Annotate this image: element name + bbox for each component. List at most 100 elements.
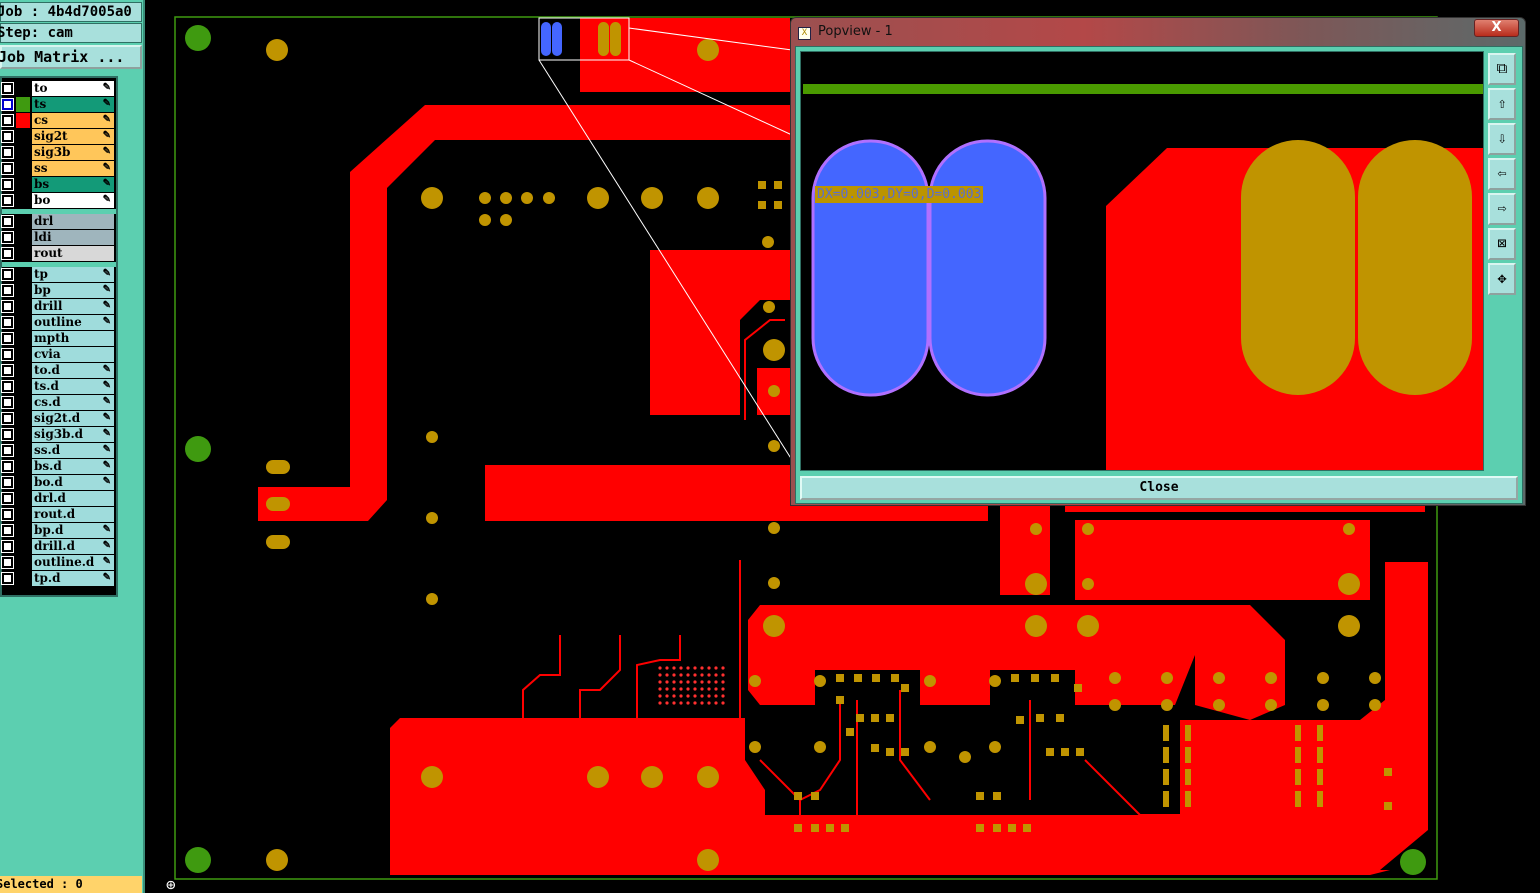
layer-name[interactable]: ldi [32,230,114,245]
layer-checkbox[interactable] [1,82,14,95]
layer-name[interactable]: to✎ [32,81,114,96]
layer-name[interactable]: bo✎ [32,193,114,208]
layer-name[interactable]: bo.d✎ [32,475,114,490]
layer-checkbox[interactable] [1,540,14,553]
layer-name[interactable]: sig3b.d✎ [32,427,114,442]
layer-checkbox[interactable] [1,492,14,505]
layer-checkbox[interactable] [1,396,14,409]
layer-row-cvia[interactable]: cvia [1,347,116,362]
layer-name[interactable]: to.d✎ [32,363,114,378]
layer-name[interactable]: drl [32,214,114,229]
layer-name[interactable]: drl.d [32,491,114,506]
window-close-button[interactable]: X [1474,19,1519,37]
layer-row-cs.d[interactable]: cs.d✎ [1,395,116,410]
layer-name[interactable]: tp✎ [32,267,114,282]
layer-row-ldi[interactable]: ldi [1,230,116,245]
layer-name[interactable]: bs✎ [32,177,114,192]
layer-row-bo[interactable]: bo✎ [1,193,116,208]
layer-checkbox[interactable] [1,332,14,345]
layer-checkbox[interactable] [1,284,14,297]
layer-checkbox[interactable] [1,572,14,585]
layer-name[interactable]: tp.d✎ [32,571,114,586]
layer-row-bp[interactable]: bp✎ [1,283,116,298]
layer-checkbox[interactable] [1,98,14,111]
layer-row-drl[interactable]: drl [1,214,116,229]
layer-row-mpth[interactable]: mpth [1,331,116,346]
layer-name[interactable]: bp.d✎ [32,523,114,538]
layer-checkbox[interactable] [1,556,14,569]
layer-checkbox[interactable] [1,460,14,473]
layer-checkbox[interactable] [1,178,14,191]
pan-left-icon[interactable]: ⇦ [1488,158,1516,190]
layer-checkbox[interactable] [1,508,14,521]
layer-name[interactable]: sig2t✎ [32,129,114,144]
layer-name[interactable]: mpth [32,331,114,346]
layer-row-sig3b[interactable]: sig3b✎ [1,145,116,160]
job-matrix-button[interactable]: Job Matrix ... [0,45,142,69]
layer-name[interactable]: ss.d✎ [32,443,114,458]
layer-row-to.d[interactable]: to.d✎ [1,363,116,378]
layer-row-bs[interactable]: bs✎ [1,177,116,192]
layer-name[interactable]: ss✎ [32,161,114,176]
layer-checkbox[interactable] [1,231,14,244]
popview-canvas[interactable]: DX=0.003,DY=0,D=0.003 [800,51,1484,471]
layer-checkbox[interactable] [1,348,14,361]
layer-checkbox[interactable] [1,130,14,143]
layer-checkbox[interactable] [1,444,14,457]
layer-name[interactable]: rout.d [32,507,114,522]
close-button[interactable]: Close [800,476,1518,500]
layer-row-bp.d[interactable]: bp.d✎ [1,523,116,538]
layer-row-outline.d[interactable]: outline.d✎ [1,555,116,570]
layer-name[interactable]: outline.d✎ [32,555,114,570]
layer-row-to[interactable]: to✎ [1,81,116,96]
layer-checkbox[interactable] [1,300,14,313]
zoom-window-icon[interactable]: ⧉ [1488,53,1516,85]
layer-name[interactable]: sig2t.d✎ [32,411,114,426]
layer-name[interactable]: sig3b✎ [32,145,114,160]
layer-checkbox[interactable] [1,194,14,207]
layer-row-tp[interactable]: tp✎ [1,267,116,282]
pan-up-icon[interactable]: ⇧ [1488,88,1516,120]
layer-row-cs[interactable]: cs✎ [1,113,116,128]
layer-row-bo.d[interactable]: bo.d✎ [1,475,116,490]
layer-checkbox[interactable] [1,268,14,281]
layer-name[interactable]: drill✎ [32,299,114,314]
layer-row-rout[interactable]: rout [1,246,116,261]
layer-row-ts.d[interactable]: ts.d✎ [1,379,116,394]
layer-checkbox[interactable] [1,524,14,537]
layer-row-sig3b.d[interactable]: sig3b.d✎ [1,427,116,442]
layer-checkbox[interactable] [1,412,14,425]
layer-row-sig2t[interactable]: sig2t✎ [1,129,116,144]
layer-name[interactable]: ts.d✎ [32,379,114,394]
layer-row-rout.d[interactable]: rout.d [1,507,116,522]
layer-row-outline[interactable]: outline✎ [1,315,116,330]
layer-row-tp.d[interactable]: tp.d✎ [1,571,116,586]
pan-down-icon[interactable]: ⇩ [1488,123,1516,155]
layer-name[interactable]: bs.d✎ [32,459,114,474]
layer-checkbox[interactable] [1,247,14,260]
layer-row-bs.d[interactable]: bs.d✎ [1,459,116,474]
layer-checkbox[interactable] [1,114,14,127]
layer-row-drill.d[interactable]: drill.d✎ [1,539,116,554]
layer-name[interactable]: cs✎ [32,113,114,128]
layer-row-ss.d[interactable]: ss.d✎ [1,443,116,458]
layer-checkbox[interactable] [1,316,14,329]
zoom-out-icon[interactable]: ✥ [1488,263,1516,295]
layer-checkbox[interactable] [1,428,14,441]
layer-name[interactable]: bp✎ [32,283,114,298]
layer-row-drl.d[interactable]: drl.d [1,491,116,506]
pan-right-icon[interactable]: ⇨ [1488,193,1516,225]
layer-checkbox[interactable] [1,364,14,377]
layer-checkbox[interactable] [1,162,14,175]
layer-name[interactable]: cvia [32,347,114,362]
layer-row-ss[interactable]: ss✎ [1,161,116,176]
zoom-in-icon[interactable]: ⊠ [1488,228,1516,260]
layer-name[interactable]: drill.d✎ [32,539,114,554]
layer-name[interactable]: ts✎ [32,97,114,112]
layer-checkbox[interactable] [1,476,14,489]
layer-row-ts[interactable]: ts✎ [1,97,116,112]
layer-checkbox[interactable] [1,380,14,393]
layer-name[interactable]: rout [32,246,114,261]
layer-row-drill[interactable]: drill✎ [1,299,116,314]
layer-checkbox[interactable] [1,215,14,228]
